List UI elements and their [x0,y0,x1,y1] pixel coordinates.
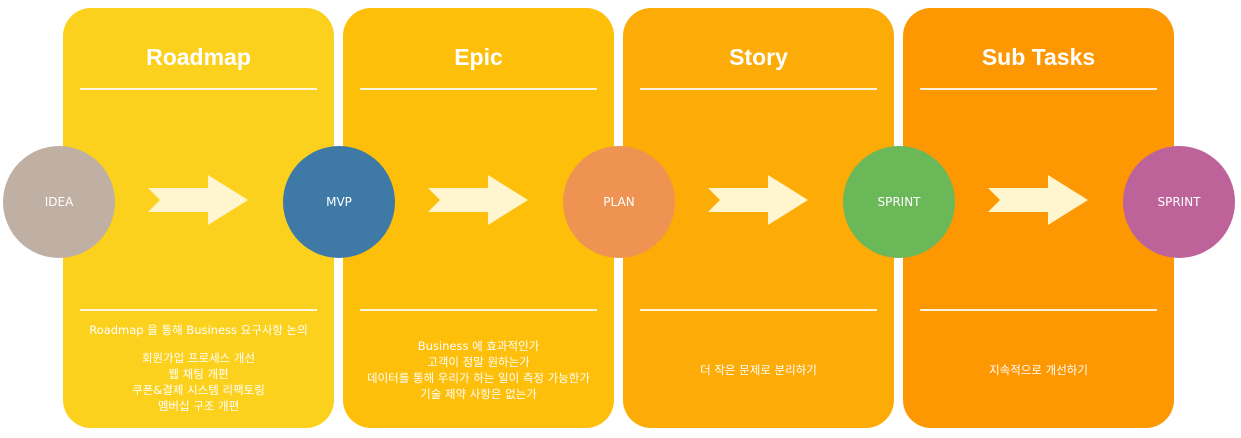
stage-sprint-final: SPRINT [1123,146,1235,258]
panel-title: Story [729,44,788,70]
panel-description: Business 에 효과적인가 고객이 정말 원하는가 데이터를 통해 우리가… [343,338,614,402]
divider [640,309,877,311]
stage-plan: PLAN [563,146,675,258]
stage-sprint: SPRINT [843,146,955,258]
chevron-arrow-icon [428,175,528,225]
panel-title: Roadmap [146,44,251,70]
divider [920,309,1157,311]
chevron-arrow-icon [148,175,248,225]
panel-title: Epic [454,44,503,70]
description-line: 데이터를 통해 우리가 하는 일이 측정 가능한가 [367,371,590,385]
description-line: Roadmap 을 통해 Business 요구사항 논의 [89,323,308,337]
divider [360,88,597,90]
chevron-arrow-icon [988,175,1088,225]
divider [920,88,1157,90]
description-line: Business 에 효과적인가 [417,339,540,353]
description-line: 회원가입 프로세스 개선 [141,351,256,365]
panel-description: 지속적으로 개선하기 [903,362,1174,378]
divider [80,309,317,311]
description-line: 지속적으로 개선하기 [989,363,1088,377]
divider [80,88,317,90]
panel-title: Sub Tasks [981,44,1096,70]
description-line: 웹 채팅 개편 [168,367,229,381]
divider [360,309,597,311]
description-line: 기술 제약 사항은 없는가 [420,387,537,401]
description-line: 멤버십 구조 개편 [157,399,240,413]
panel-description: 더 작은 문제로 분리하기 [623,362,894,378]
description-line: 고객이 정말 원하는가 [427,355,530,369]
stage-mvp: MVP [283,146,395,258]
chevron-arrow-icon [708,175,808,225]
description-line: 쿠폰&결제 시스템 리팩토링 [132,383,265,397]
panel-description: Roadmap 을 통해 Business 요구사항 논의 회원가입 프로세스 … [63,322,334,414]
description-spacer [63,338,334,350]
description-line: 더 작은 문제로 분리하기 [700,363,817,377]
divider [640,88,877,90]
stage-idea: IDEA [3,146,115,258]
